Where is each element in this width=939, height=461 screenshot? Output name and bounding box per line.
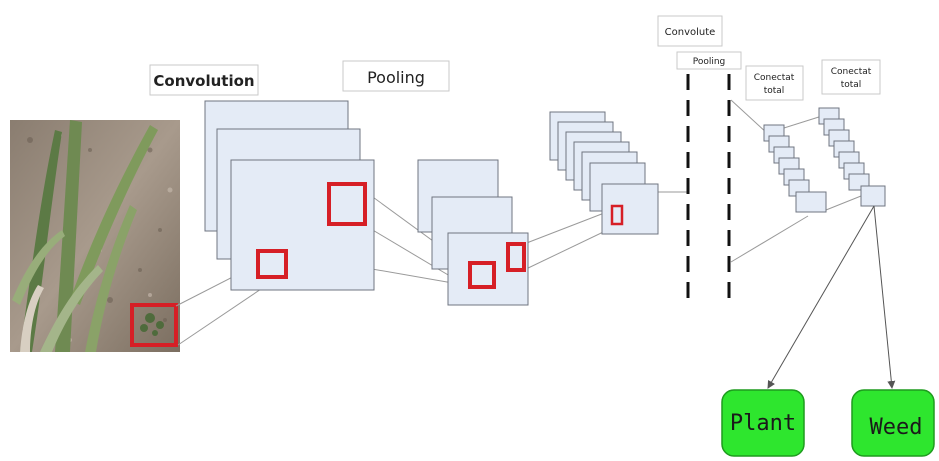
svg-text:Conectat: Conectat <box>831 67 872 77</box>
conv-highlight-1 <box>327 182 367 226</box>
pooling-feature-maps <box>417 159 529 306</box>
label-fully-connected-2: Conectat total <box>821 59 881 95</box>
layer-separators <box>686 74 731 305</box>
conv-highlight-2 <box>256 249 288 279</box>
label-fully-connected-1: Conectat total <box>745 65 804 101</box>
svg-text:Pooling: Pooling <box>693 57 726 67</box>
label-pooling-small: Pooling <box>676 51 742 70</box>
svg-text:total: total <box>841 80 862 90</box>
output-plant-label: Plant <box>730 411 796 436</box>
svg-text:total: total <box>764 86 785 96</box>
output-weed-label: Weed <box>870 415 923 440</box>
output-weed-node: Weed <box>851 389 935 457</box>
convolution-feature-maps <box>204 100 375 291</box>
label-convolute: Convolute <box>657 15 723 47</box>
pool-highlight-2 <box>506 242 526 272</box>
svg-text:Pooling: Pooling <box>367 68 425 87</box>
conv2-highlight <box>610 204 624 226</box>
label-convolution: Convolution <box>149 64 259 96</box>
input-image <box>10 120 180 352</box>
output-arrows <box>767 205 896 389</box>
pool-highlight-1 <box>468 261 496 289</box>
fully-connected-2 <box>818 107 886 207</box>
fully-connected-1 <box>763 124 827 213</box>
conv2-feature-maps <box>549 111 659 235</box>
svg-text:Conectat: Conectat <box>754 73 795 83</box>
svg-text:Convolution: Convolution <box>153 72 254 90</box>
input-patch-highlight <box>130 303 178 347</box>
svg-text:Convolute: Convolute <box>665 27 716 38</box>
label-pooling: Pooling <box>342 60 450 92</box>
output-plant-node: Plant <box>721 389 805 457</box>
